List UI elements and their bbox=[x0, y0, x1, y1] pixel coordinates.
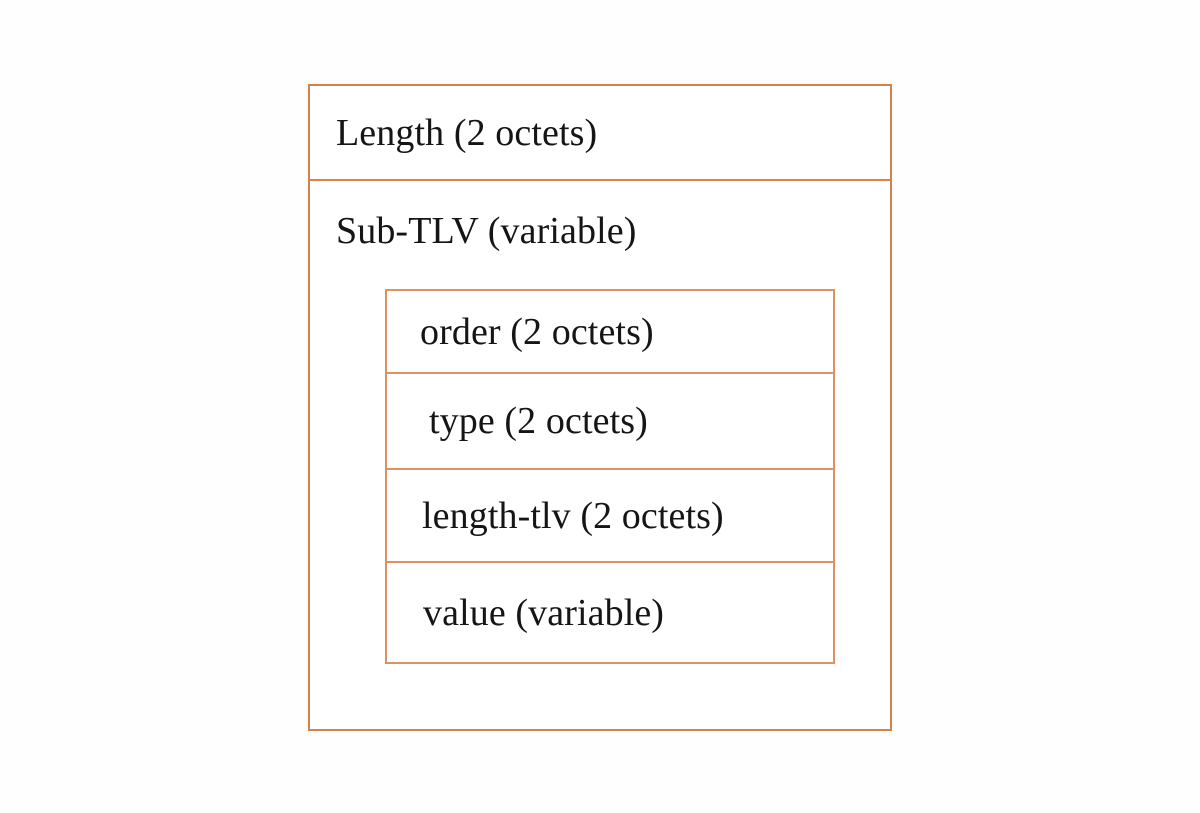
field-label-length: Length (2 octets) bbox=[336, 111, 598, 154]
field-label-type: type (2 octets) bbox=[429, 400, 648, 442]
field-row-length: Length (2 octets) bbox=[310, 86, 890, 181]
field-row-length-tlv: length-tlv (2 octets) bbox=[387, 470, 833, 563]
field-row-type: type (2 octets) bbox=[387, 374, 833, 470]
field-row-order: order (2 octets) bbox=[387, 291, 833, 374]
field-label-order: order (2 octets) bbox=[420, 310, 654, 353]
tlv-outer-container: Length (2 octets) Sub-TLV (variable) ord… bbox=[308, 84, 892, 731]
sub-tlv-inner-container: order (2 octets) type (2 octets) length-… bbox=[385, 289, 835, 664]
field-row-sub-tlv: Sub-TLV (variable) order (2 octets) type… bbox=[310, 181, 890, 729]
field-label-value: value (variable) bbox=[423, 591, 665, 634]
field-label-sub-tlv: Sub-TLV (variable) bbox=[336, 210, 637, 252]
field-label-length-tlv: length-tlv (2 octets) bbox=[422, 494, 724, 537]
field-row-value: value (variable) bbox=[387, 563, 833, 662]
